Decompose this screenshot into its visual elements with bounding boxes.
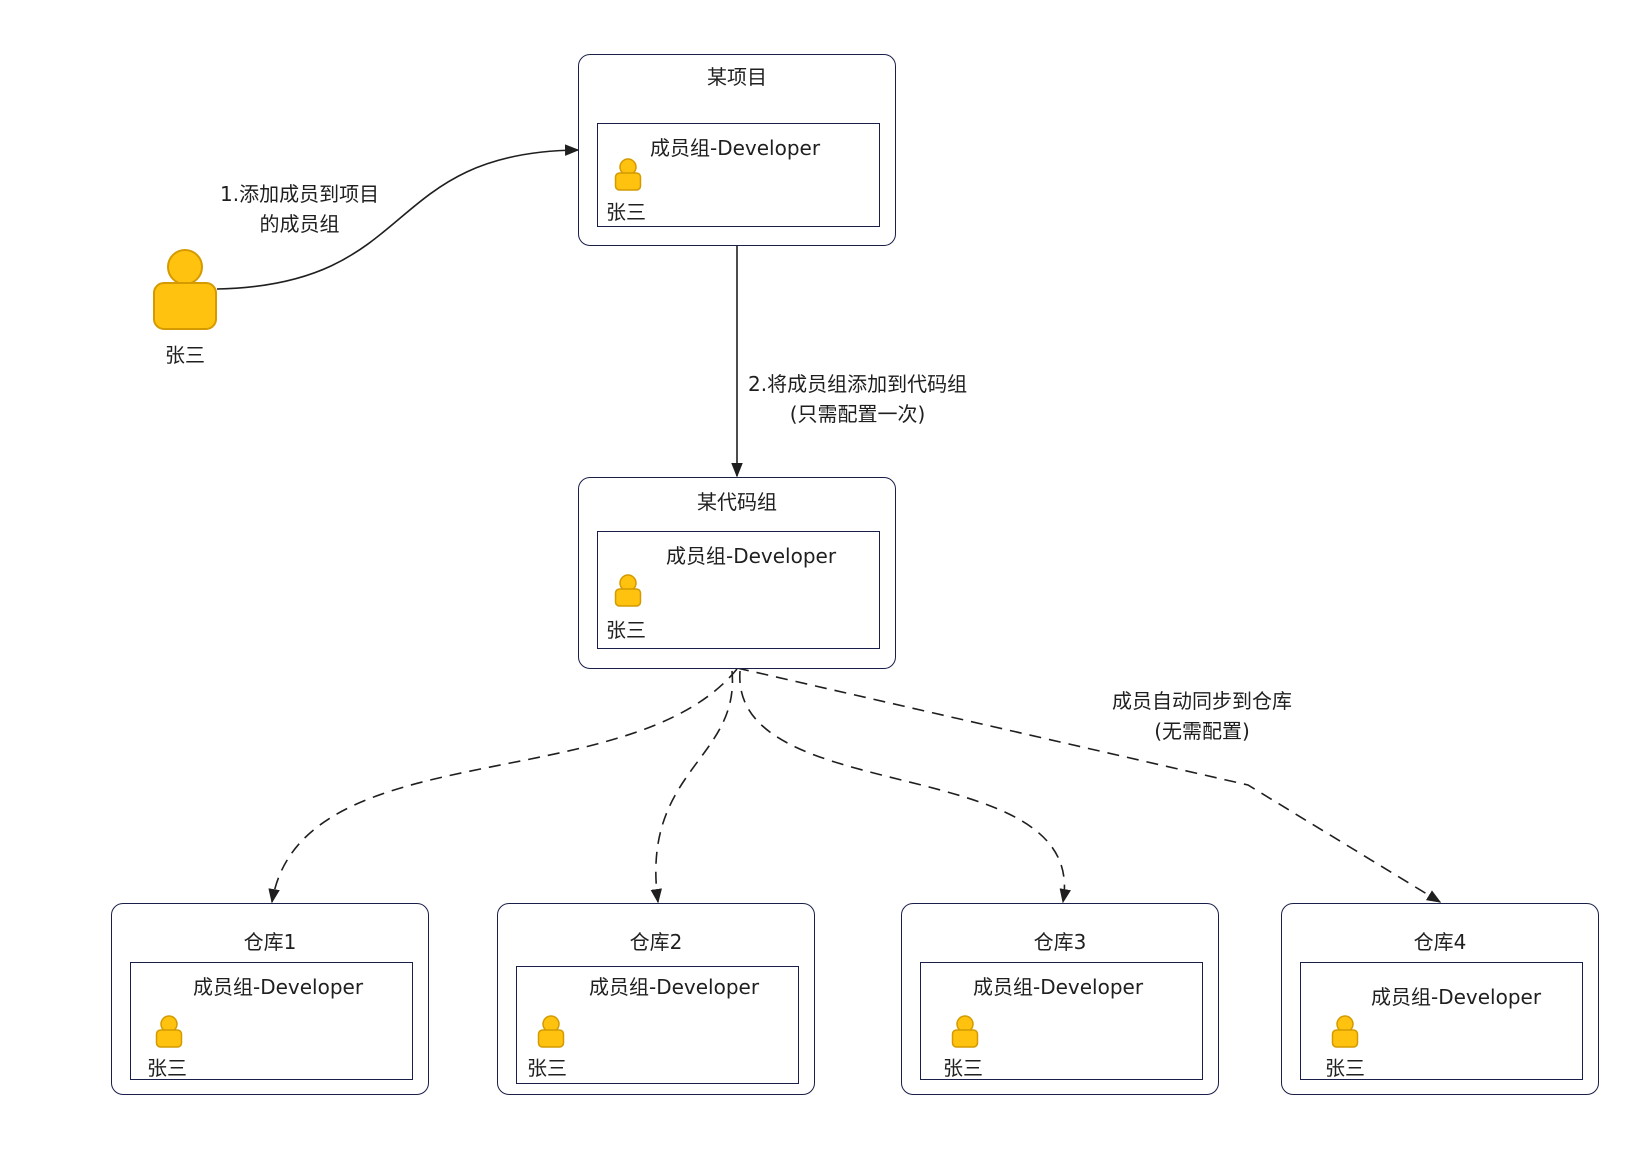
edge-sync-repo2 xyxy=(650,670,734,904)
edge-label-sync: 成员自动同步到仓库 (无需配置) xyxy=(1112,689,1292,743)
member-group-box[interactable]: 成员组-Developer 张三 xyxy=(130,962,413,1080)
member-name: 张三 xyxy=(606,200,646,224)
code-group-title: 某代码组 xyxy=(697,490,777,514)
member-name: 张三 xyxy=(1325,1056,1365,1080)
repo-node-2[interactable]: 仓库2 成员组-Developer 张三 xyxy=(497,903,815,1095)
repo-title: 仓库3 xyxy=(1033,930,1087,954)
member-name: 张三 xyxy=(147,1056,187,1080)
member-group-box[interactable]: 成员组-Developer 张三 xyxy=(1300,962,1583,1080)
repo-node-1[interactable]: 仓库1 成员组-Developer 张三 xyxy=(111,903,429,1095)
member-user-icon xyxy=(1331,1015,1359,1048)
repo-node-4[interactable]: 仓库4 成员组-Developer 张三 xyxy=(1281,903,1599,1095)
repo-title: 仓库1 xyxy=(243,930,297,954)
edge-label-add-member: 1.添加成员到项目 的成员组 xyxy=(220,182,380,236)
member-group-box[interactable]: 成员组-Developer 张三 xyxy=(920,962,1203,1080)
member-user-icon xyxy=(951,1015,979,1048)
edge-label-add-group: 2.将成员组添加到代码组 (只需配置一次) xyxy=(748,372,968,426)
user-icon xyxy=(153,249,217,330)
member-group-box[interactable]: 成员组-Developer 张三 xyxy=(597,531,880,649)
member-group-title: 成员组-Developer xyxy=(973,975,1144,999)
repo-title: 仓库4 xyxy=(1413,930,1467,954)
repo-title: 仓库2 xyxy=(629,930,683,954)
member-group-box[interactable]: 成员组-Developer 张三 xyxy=(597,123,880,227)
member-group-title: 成员组-Developer xyxy=(666,544,837,568)
edge-add-member xyxy=(216,144,580,290)
member-user-icon xyxy=(537,1015,565,1048)
member-group-box[interactable]: 成员组-Developer 张三 xyxy=(516,966,799,1084)
project-node[interactable]: 某项目 成员组-Developer 张三 xyxy=(578,54,896,246)
member-group-title: 成员组-Developer xyxy=(650,136,821,160)
member-user-icon xyxy=(614,158,642,191)
member-name: 张三 xyxy=(527,1056,567,1080)
member-user-icon xyxy=(614,574,642,607)
member-name: 张三 xyxy=(606,618,646,642)
edge-sync-repo4 xyxy=(736,667,1442,903)
project-title: 某项目 xyxy=(707,65,767,89)
edge-sync-repo1 xyxy=(268,668,738,904)
code-group-node[interactable]: 某代码组 成员组-Developer 张三 xyxy=(578,477,896,669)
repo-node-3[interactable]: 仓库3 成员组-Developer 张三 xyxy=(901,903,1219,1095)
member-user-icon xyxy=(155,1015,183,1048)
member-group-title: 成员组-Developer xyxy=(193,975,364,999)
edge-sync-repo3 xyxy=(739,670,1071,904)
user-name: 张三 xyxy=(165,343,205,367)
member-group-title: 成员组-Developer xyxy=(589,975,760,999)
member-name: 张三 xyxy=(943,1056,983,1080)
member-group-title: 成员组-Developer xyxy=(1371,985,1542,1009)
